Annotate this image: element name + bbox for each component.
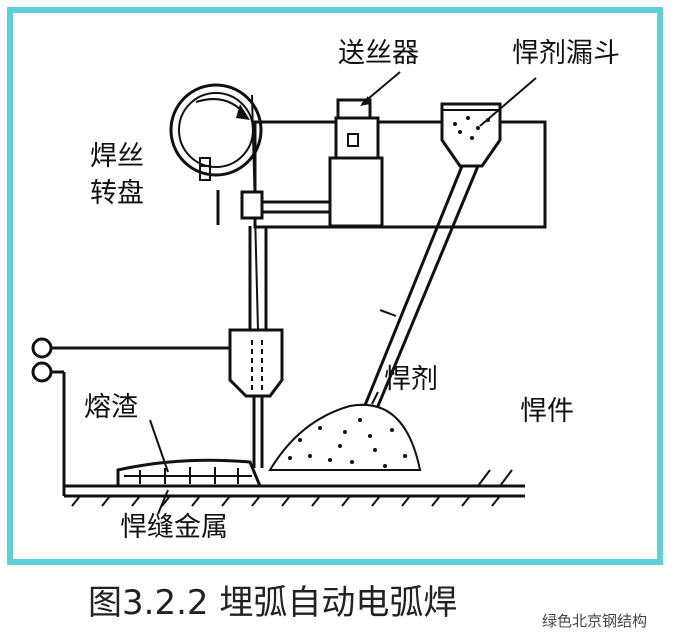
- contact-tube: [228, 226, 284, 468]
- label-weld-metal: 悍缝金属: [120, 512, 228, 543]
- watermark: 绿色北京钢结构: [542, 612, 647, 630]
- label-flux-hopper: 悍剂漏斗: [512, 38, 620, 69]
- label-wire-feeder: 送丝器: [338, 38, 419, 69]
- figure-caption: 图3.2.2 埋弧自动电弧焊: [88, 583, 457, 623]
- label-wire-reel-2: 转盘: [90, 178, 144, 209]
- label-slag: 熔渣: [84, 392, 138, 423]
- flux-pile: [268, 403, 422, 471]
- label-wire-reel-1: 焊丝: [90, 141, 144, 172]
- weld-bead: [116, 458, 263, 488]
- power-circuit: [31, 337, 230, 496]
- label-workpiece: 悍件: [520, 396, 574, 427]
- flux-hopper: [353, 102, 502, 431]
- label-flux: 悍剂: [384, 364, 438, 395]
- workpiece-base: [64, 469, 525, 507]
- leader-lines: [149, 71, 537, 515]
- diagram-frame: [7, 7, 663, 565]
